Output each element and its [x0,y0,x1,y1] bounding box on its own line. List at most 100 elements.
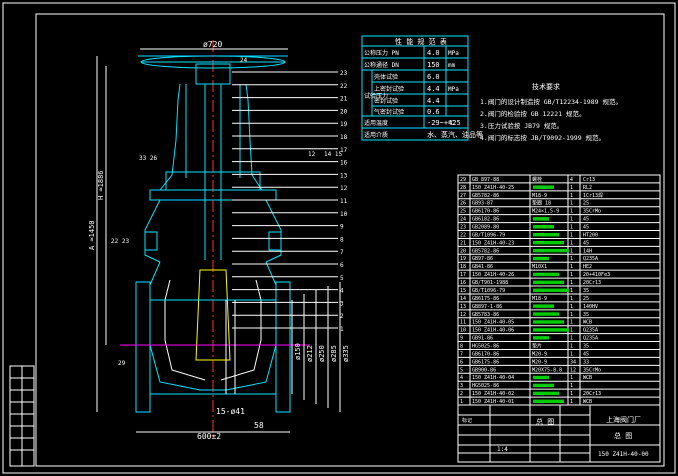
bom-name-highlight [533,312,559,316]
bom-cell: M10X1 [532,264,547,270]
bom-cell: 35CrMo [583,209,601,215]
balloon-label: 6 [340,262,344,269]
spec-row-unit: ℃ [448,120,455,127]
spec-row-value: 4.0 [427,49,440,57]
bom-cell: GB5782-86 [472,193,499,199]
bom-cell: 22 [460,232,466,238]
dim-dia-e: ø335 [342,345,350,362]
balloon-label: 9 [340,224,344,231]
spec-row-unit: MPa [448,86,459,93]
balloon-label: 5 [340,275,344,282]
bom-cell: GB5783-86 [472,312,499,318]
bom-cell: 17 [460,272,466,278]
bom-cell: 20+410Fe3 [583,272,610,278]
bom-name-highlight [533,256,549,261]
bom-cell: Q235A [583,328,598,334]
inner-frame [35,13,665,467]
bom-cell: 1 [570,193,573,199]
spec-row-label: 壳体试验 [374,73,398,81]
balloon-label: 23 [340,70,348,77]
bom-cell: 14 [460,296,466,302]
bom-cell: 1 [570,232,573,238]
bom-cell: GB41-86 [472,264,493,270]
spec-row-label: 适用介质 [364,131,388,139]
dim-height-a: A ≈1450 [88,220,96,250]
bom-cell: 1 [570,375,573,381]
bom-cell: 34 [570,359,576,365]
bom-name-highlight [533,185,554,189]
bom-cell: 13 [460,304,466,310]
spec-row-value: 0.6 [427,108,440,116]
valve-section-view [120,40,310,440]
bom-cell: GB6182-86 [472,217,499,223]
bom-cell: GB5782-86 [472,248,499,254]
bom-cell: RL2 [583,185,592,191]
bom-cell: 45 [583,351,589,357]
bom-cell: 14H [583,248,592,254]
part-label-left-a: 33 26 [139,155,157,162]
bom-cell: 1 [570,391,573,397]
bom-cell: 16 [460,280,466,286]
bom-cell: M20-9 [532,359,547,365]
spec-row-label: 公称通径 DN [364,61,399,69]
bom-cell: GB/T1096-79 [472,232,505,238]
bom-cell: 8 [460,343,463,349]
bom-cell: 23 [460,225,466,231]
bom-cell: GB6170-86 [472,209,499,215]
bom-cell: 7 [460,351,463,357]
part-label-left-c: 29 [118,360,126,367]
bom-cell: WCB [583,399,592,405]
bom-name-highlight [533,248,569,253]
title-block-drawing: 总 图 [614,431,632,440]
balloon-label: 17 [340,147,348,154]
bom-name-highlight [533,391,559,396]
bom-cell: 19 [460,256,466,262]
bom-cell: 150 Z41H-40-06 [472,328,514,334]
bom-cell: 3 [460,383,463,389]
bom-cell: 1 [570,185,573,191]
balloon-label: 12 [340,185,348,192]
spec-row-unit: MPa [448,50,459,57]
balloon-label: 20 [340,108,348,115]
bom-cell: 1 [570,296,573,302]
spec-row-label: 公称压力 PN [364,49,399,57]
bom-cell: GB91-86 [472,336,493,342]
balloon-label: 8 [340,236,344,243]
tech-line: 2.阀门的检验按 GB 12221 规范。 [480,109,585,118]
bom-cell: 11 [460,320,466,326]
bom-cell: GB93-87 [472,201,493,207]
balloon-label: 3 [340,300,344,307]
bom-cell: GB6175-86 [472,359,499,365]
bom-cell: 20Cr13 [583,280,601,286]
bom-cell: 1 [570,240,573,246]
bom-cell: 45 [583,240,589,246]
bom-cell: 9 [460,336,463,342]
bom-cell: 6 [460,359,463,365]
mid-part-label-a: 12 [308,151,316,158]
title-block [457,404,661,463]
spec-row-value: -29~+425 [427,119,461,127]
balloon-label: 13 [340,172,348,179]
bom-cell: M18-9 [532,296,547,302]
bom-name-highlight [533,328,569,332]
bom-cell: 1 [570,272,573,278]
bom-cell: 1 [570,343,573,349]
bom-cell: 25 [460,209,466,215]
